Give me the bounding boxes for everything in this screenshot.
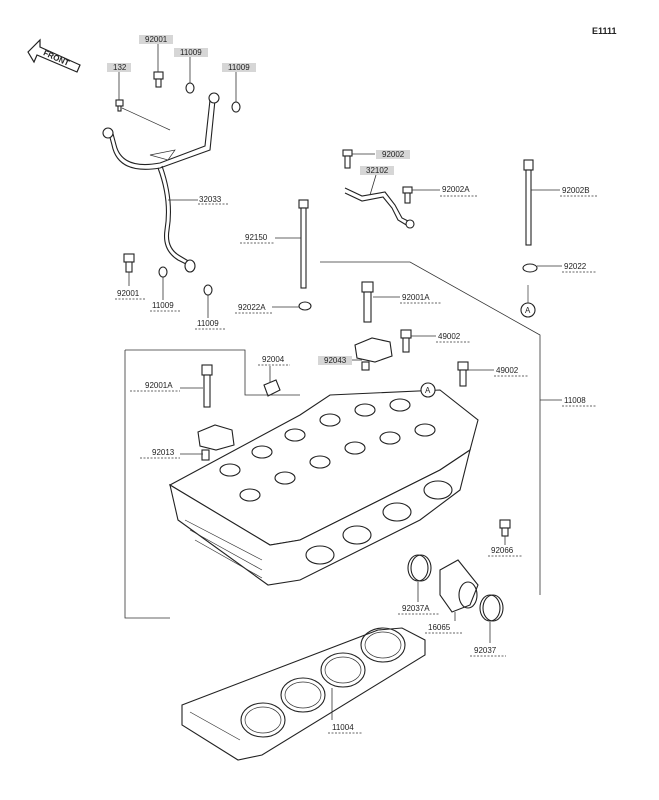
washer-92022 [522, 263, 538, 273]
frame-left [124, 350, 170, 619]
svg-text:A: A [525, 306, 531, 315]
label-92002: 92002 [382, 150, 405, 159]
holder-16065 [439, 559, 479, 613]
frame-right [320, 261, 541, 595]
washer-11009-b [231, 101, 241, 113]
label-16065: 16065 [428, 623, 451, 632]
washer-11009-c [158, 266, 168, 278]
diagram-code: E1111 [592, 26, 617, 36]
clamp-92037A [407, 554, 432, 582]
label-92066: 92066 [491, 546, 514, 555]
head-gasket-11004 [181, 627, 426, 761]
label-92001A-left: 92001A [145, 381, 173, 390]
label-92002A: 92002A [442, 185, 470, 194]
label-92002B: 92002B [562, 186, 590, 195]
bolt-92001A-right [361, 281, 374, 323]
label-92037A: 92037A [402, 604, 430, 613]
label-49002-a: 49002 [438, 332, 461, 341]
label-11008: 11008 [564, 396, 586, 405]
banjo-bolt-92001-left [123, 253, 135, 273]
front-label: FRONT [42, 48, 71, 67]
clamp-92037 [479, 594, 504, 622]
label-132: 132 [113, 63, 127, 72]
washer-11009-d [203, 284, 213, 296]
label-11004: 11004 [332, 723, 354, 732]
washer-92022A [298, 301, 312, 311]
label-11009-b: 11009 [228, 63, 250, 72]
label-32033: 32033 [199, 195, 222, 204]
oil-pipe-assembly [102, 92, 220, 273]
bolt-92001A-left [201, 364, 213, 408]
svg-text:A: A [425, 386, 431, 395]
label-11009-d: 11009 [197, 319, 219, 328]
bolt-92002A [402, 186, 413, 204]
label-92043: 92043 [324, 356, 347, 365]
label-92150: 92150 [245, 233, 268, 242]
bolt-132 [115, 99, 124, 112]
frame-left-top [125, 349, 300, 396]
cam-cap-92013 [197, 424, 235, 461]
bolt-92150 [298, 199, 309, 289]
bolt-92066 [499, 519, 511, 537]
label-49002-b: 49002 [496, 366, 519, 375]
label-11009-c: 11009 [152, 301, 174, 310]
washer-11009-a [185, 82, 195, 94]
bolt-92002B [523, 159, 534, 246]
part-92004 [263, 379, 281, 397]
bolt-92002 [342, 149, 353, 169]
ref-marker-a-head [420, 382, 436, 398]
banjo-bolt-92001-top [153, 71, 164, 88]
part-49002-b [457, 361, 469, 387]
pipe-32102 [344, 187, 415, 229]
label-92022: 92022 [564, 262, 587, 271]
label-92037: 92037 [474, 646, 497, 655]
label-11009-a: 11009 [180, 48, 202, 57]
label-92004: 92004 [262, 355, 285, 364]
cylinder-head-11008 [168, 389, 479, 586]
part-49002-a [400, 329, 412, 353]
label-92013: 92013 [152, 448, 175, 457]
label-92001-left: 92001 [117, 289, 140, 298]
label-92001-top: 92001 [145, 35, 168, 44]
label-32102: 32102 [366, 166, 389, 175]
front-arrow-icon: FRONT [27, 38, 81, 73]
label-92001A-right: 92001A [402, 293, 430, 302]
cam-cap-92043 [354, 337, 393, 371]
label-92022A: 92022A [238, 303, 266, 312]
